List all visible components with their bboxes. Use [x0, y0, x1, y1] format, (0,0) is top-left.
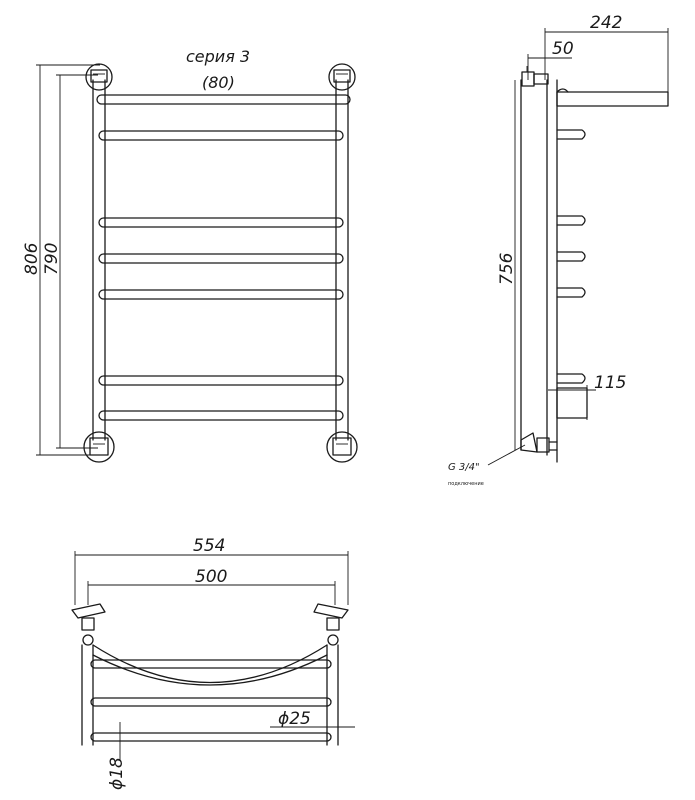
rung	[98, 289, 344, 300]
bottom-right-mount	[326, 431, 358, 463]
rung	[90, 732, 332, 742]
side-rung-hooks	[556, 129, 586, 384]
dim-inner-height: 790	[42, 243, 62, 275]
front-rungs	[96, 94, 351, 421]
side-shelf	[556, 88, 669, 107]
dim-outer-height: 806	[22, 242, 42, 275]
front-dimension-lines	[36, 64, 100, 456]
front-view: 806 790 серия 3 (80)	[22, 47, 358, 463]
dim-pipe-diameter: ϕ25	[278, 709, 311, 729]
top-right-bracket	[313, 603, 349, 646]
rung	[98, 130, 344, 141]
side-connection-valve	[520, 432, 558, 453]
side-top-bracket	[521, 66, 549, 87]
rung	[98, 217, 344, 228]
dim-height: 756	[497, 252, 517, 285]
rung	[98, 375, 344, 386]
dim-center-width: 500	[195, 567, 227, 587]
rung	[96, 94, 351, 105]
connection-label: G 3/4"	[448, 462, 480, 473]
rung	[98, 410, 344, 421]
dim-depth: 242	[590, 13, 622, 33]
side-lower-hook	[548, 385, 596, 420]
series-label: серия 3	[186, 47, 250, 66]
rung	[90, 697, 332, 707]
rung	[98, 253, 344, 264]
dim-rung-diameter: ϕ18	[107, 757, 127, 790]
top-rungs	[90, 659, 332, 742]
dim-lower: 115	[594, 373, 626, 393]
dim-wall-offset: 50	[552, 39, 574, 59]
dim-overall-width: 554	[193, 536, 225, 556]
side-view: 242 50 756	[448, 13, 669, 487]
series-code: (80)	[202, 73, 235, 92]
right-collector-pipe	[335, 79, 349, 441]
top-right-mount	[328, 63, 356, 91]
top-view: 554 500 ϕ25	[71, 536, 355, 790]
top-left-mount	[85, 63, 113, 91]
top-left-bracket	[71, 603, 106, 646]
rung	[90, 659, 332, 669]
bottom-left-mount	[83, 431, 115, 463]
connection-note: подключение	[448, 481, 484, 487]
